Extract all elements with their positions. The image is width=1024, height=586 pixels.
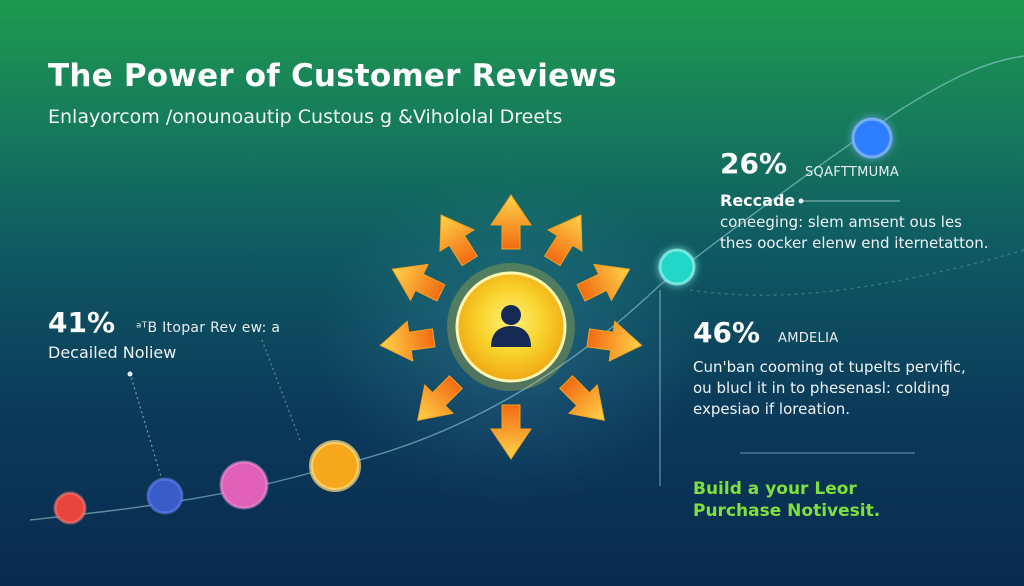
arrow-shape: [379, 320, 436, 362]
decorative-curve: [689, 249, 1024, 296]
person-icon: [491, 305, 531, 347]
stat-top-right-label: SQAFTTMUMA: [805, 165, 900, 180]
stat-mid-right-line-3: expesiao if loreation.: [693, 400, 851, 418]
arrow-shape: [544, 214, 583, 267]
stat-mid-right-line-2: ou blucl it in to phesenasl: colding: [693, 379, 951, 397]
page-title: The Power of Customer Reviews: [48, 58, 617, 94]
arrow-shape: [490, 194, 532, 250]
cta-line-1: Build a your Leor: [693, 479, 857, 499]
connector-dot: [127, 371, 133, 377]
sunburst-arrows: [379, 194, 643, 460]
arrow-shape: [559, 375, 605, 421]
node-bright-blue: [851, 117, 893, 159]
page-subtitle: Enlayorcom /onounoautip Custous g &Vihol…: [48, 106, 563, 128]
arrow-shape: [417, 375, 463, 421]
stat-top-right-line-1: coneeging: slem amsent ous les: [720, 213, 962, 231]
stat-mid-right-percent: 46%: [693, 316, 761, 349]
node-teal: [658, 248, 696, 286]
call-to-action: Build a your Leor Purchase Notivesit.: [693, 478, 880, 522]
node-red: [53, 491, 87, 525]
connector-left: [129, 372, 166, 491]
arrow-shape: [576, 263, 631, 302]
cta-line-2: Purchase Notivesit.: [693, 501, 881, 521]
stat-left-label: ᵃᵀB Itopar Rev ew: a: [136, 320, 281, 336]
arrow-shape: [586, 320, 643, 362]
stat-left-percent: 41%: [48, 306, 116, 339]
node-pink: [219, 460, 269, 510]
arrow-shape: [439, 214, 478, 267]
connector-left-top: [261, 339, 301, 441]
stat-top-right-percent: 26%: [720, 147, 788, 180]
node-orange: [309, 440, 361, 492]
node-blue: [146, 477, 184, 515]
arrow-shape: [391, 263, 446, 302]
stat-top-right-line-2: thes oocker elenw end iternetatton.: [720, 234, 989, 252]
connector-dot: [798, 198, 804, 204]
arrow-shape: [490, 404, 532, 460]
stat-mid-right-label: AMDELIA: [778, 331, 839, 346]
stat-mid-right-line-1: Cun'ban cooming ot tupelts pervific,: [693, 358, 966, 376]
stat-left-heading: Decailed Noliew: [48, 343, 177, 362]
stat-top-right-heading: Reccade: [720, 191, 796, 210]
